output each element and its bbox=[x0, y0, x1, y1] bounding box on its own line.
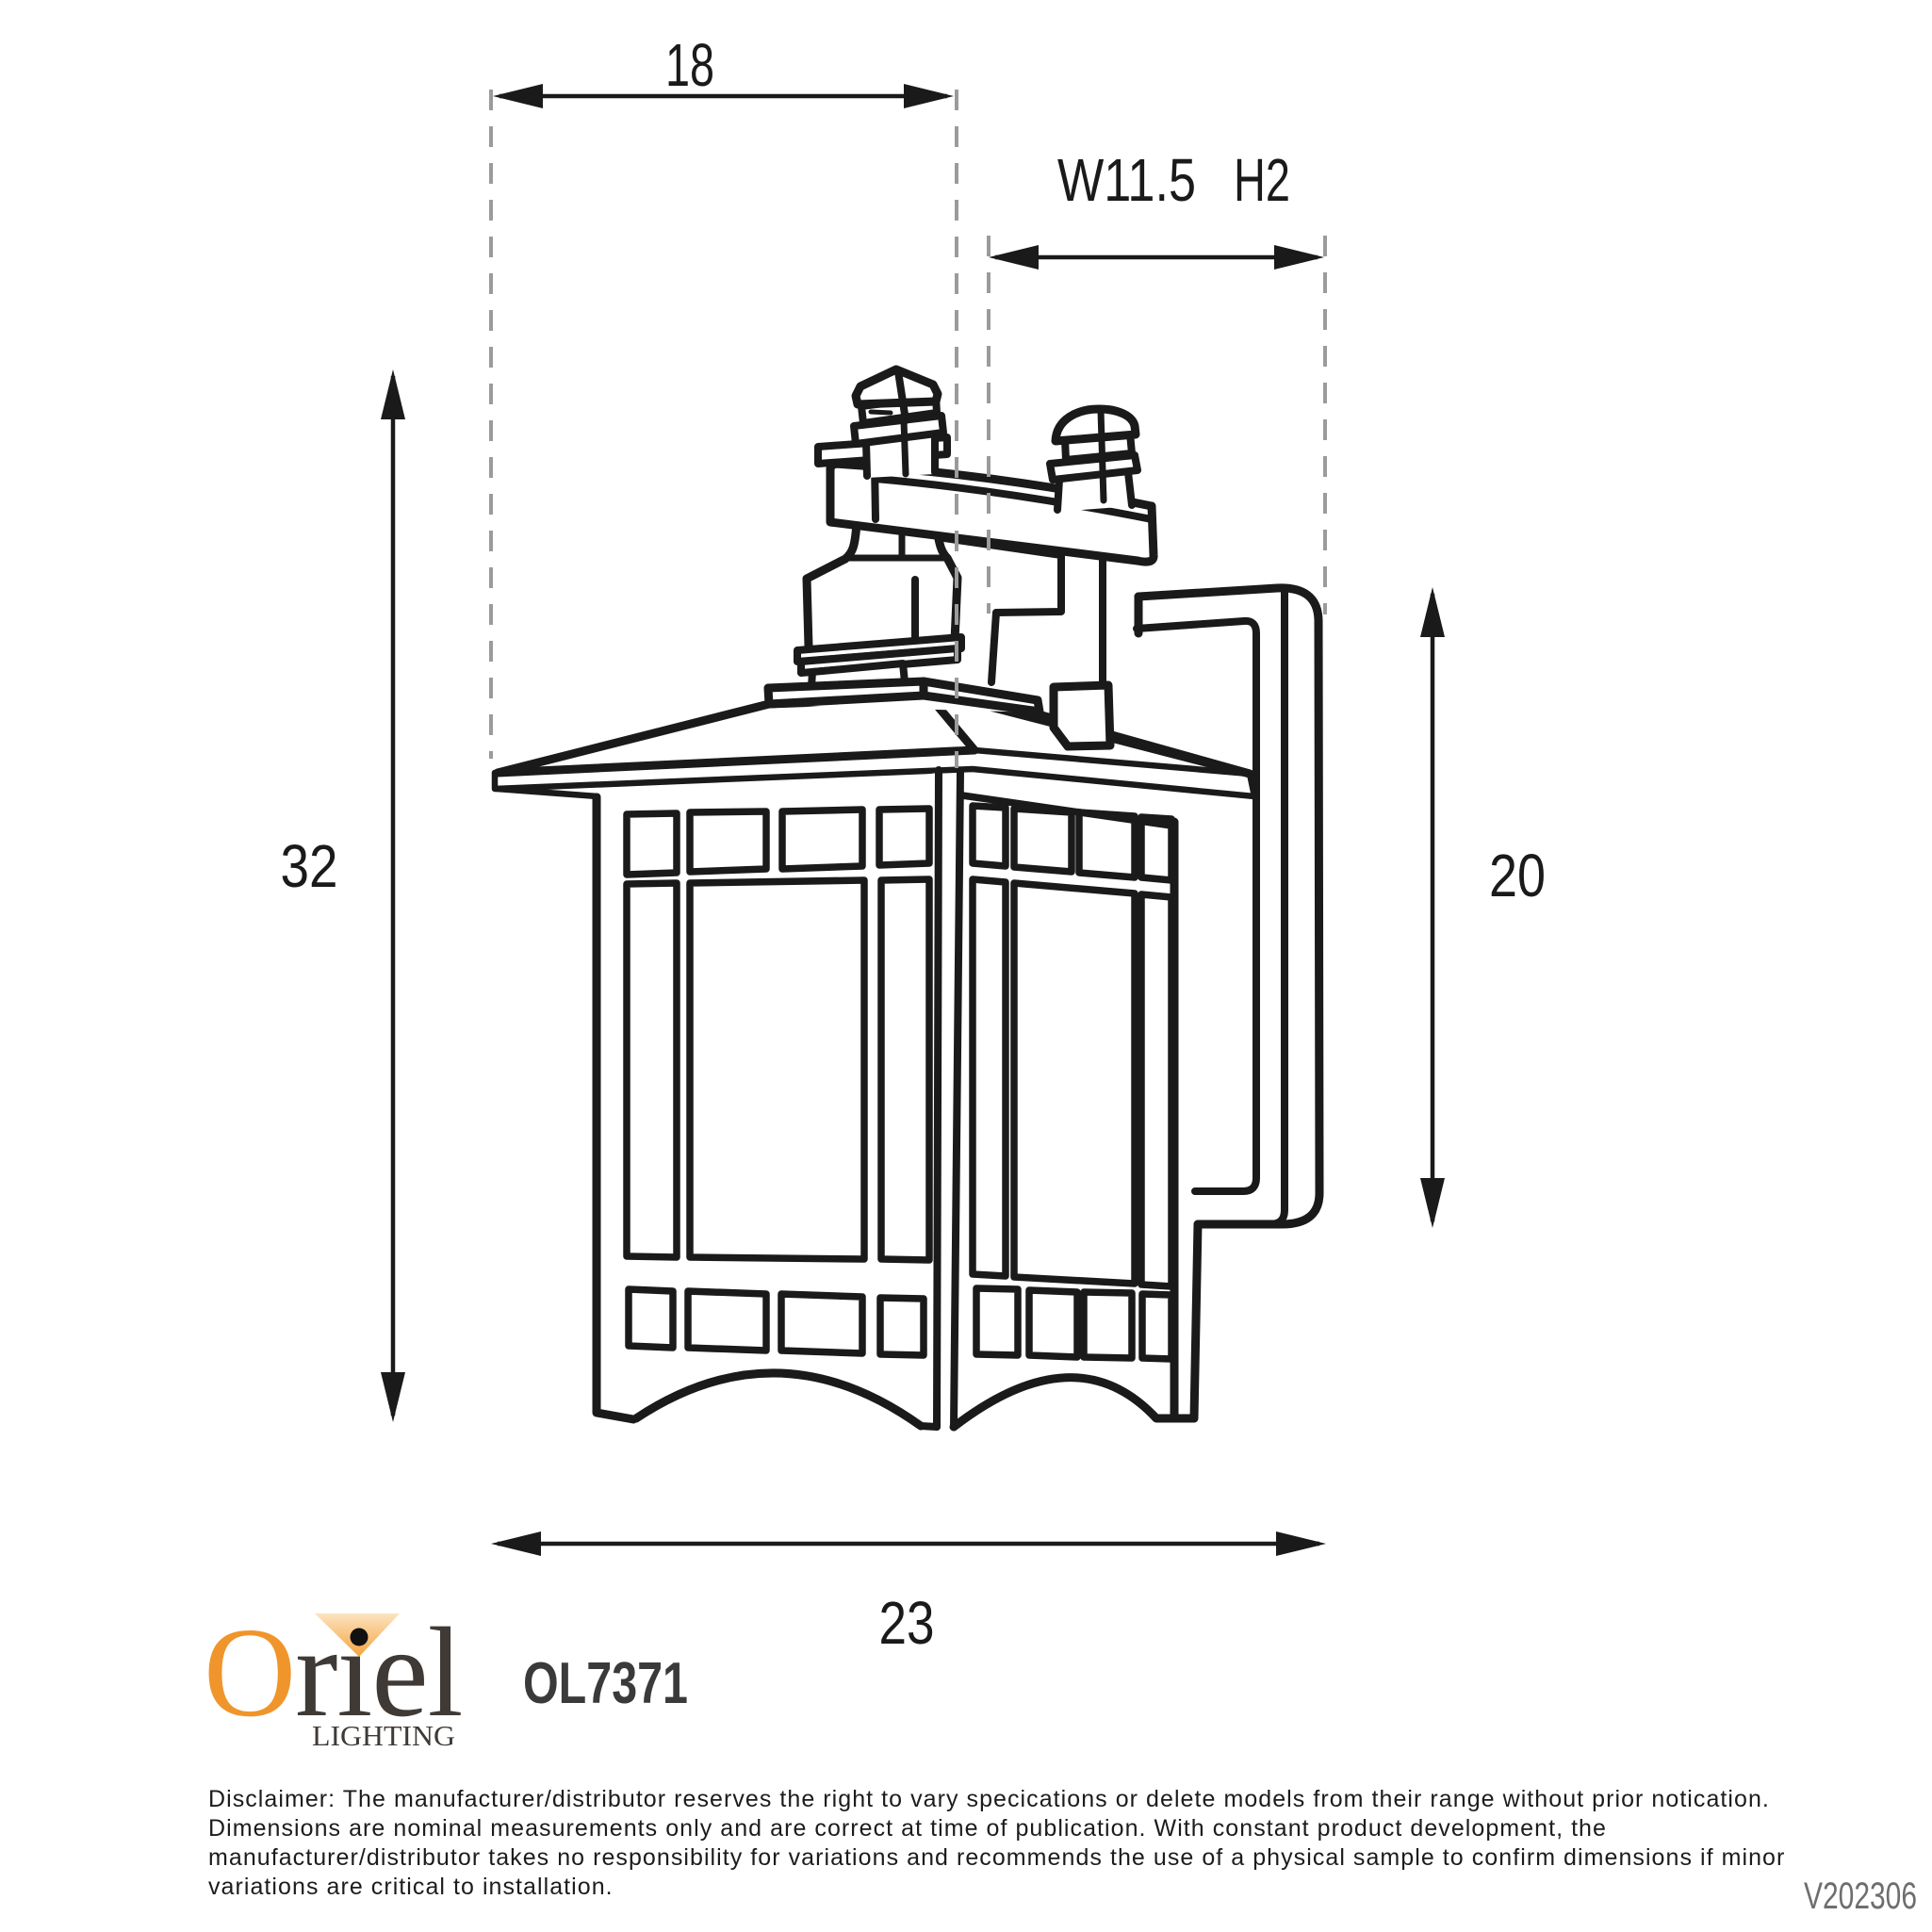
svg-text:H2: H2 bbox=[1234, 146, 1290, 214]
svg-text:manufacturer/distributor takes: manufacturer/distributor takes no respon… bbox=[208, 1844, 1785, 1871]
svg-text:Orıel: Orıel bbox=[204, 1602, 462, 1744]
svg-text:LIGHTING: LIGHTING bbox=[312, 1719, 455, 1752]
svg-text:Disclaimer: The manufacturer/d: Disclaimer: The manufacturer/distributor… bbox=[208, 1786, 1770, 1812]
svg-text:23: 23 bbox=[879, 1589, 935, 1657]
svg-text:variations are critical to ins: variations are critical to installation. bbox=[208, 1874, 614, 1900]
svg-text:20: 20 bbox=[1489, 842, 1546, 909]
svg-text:V202306: V202306 bbox=[1804, 1875, 1917, 1917]
svg-text:18: 18 bbox=[665, 31, 714, 99]
svg-text:32: 32 bbox=[281, 832, 338, 900]
svg-text:W11.5: W11.5 bbox=[1057, 146, 1196, 214]
svg-text:Dimensions are nominal measure: Dimensions are nominal measurements only… bbox=[208, 1815, 1607, 1842]
svg-text:OL7371: OL7371 bbox=[523, 1651, 688, 1716]
